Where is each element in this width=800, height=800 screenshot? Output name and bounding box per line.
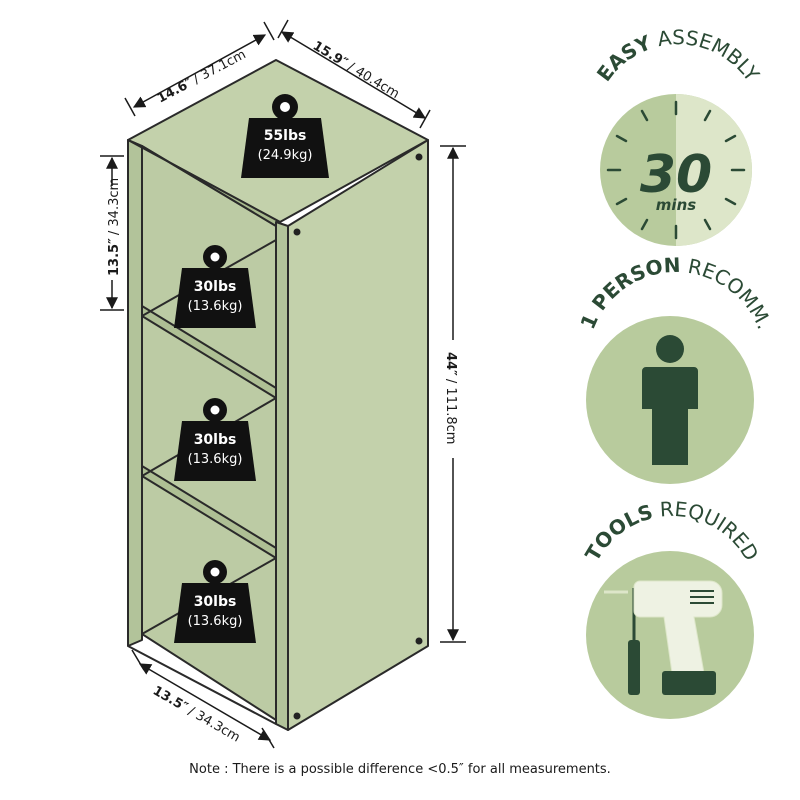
weight-shelf-2-kg: (13.6kg) (188, 452, 243, 467)
weight-shelf-1: 30lbs (13.6kg) (174, 245, 256, 328)
dimension-bottom-width (131, 649, 275, 749)
bookcase-screws (293, 153, 423, 720)
dimension-cube-height (100, 155, 124, 311)
dimension-width-top (277, 19, 431, 129)
weight-shelf-2: 30lbs (13.6kg) (174, 398, 256, 481)
weight-top-lbs: 55lbs (264, 128, 307, 144)
clock-icon (600, 94, 752, 246)
dimension-bottom-width-label: 13.5″/ 34.3cm (150, 683, 243, 745)
weight-shelf-1-kg: (13.6kg) (188, 299, 243, 314)
dimension-depth-top (124, 21, 275, 117)
person-icon (642, 335, 698, 465)
drill-icon (604, 580, 723, 695)
badge-assembly-heading: EASY ASSEMBLY (592, 25, 765, 86)
assembly-minutes-value: 30 (640, 145, 712, 205)
dimension-total-height-label: 44″/ 111.8cm (443, 352, 458, 444)
weight-shelf-3: 30lbs (13.6kg) (174, 560, 256, 643)
bookcase-left-panel (127, 139, 143, 647)
weight-shelf-2-lbs: 30lbs (194, 432, 237, 448)
weight-shelf-1-lbs: 30lbs (194, 279, 237, 295)
weight-shelf-3-kg: (13.6kg) (188, 614, 243, 629)
assembly-minutes-unit: mins (656, 196, 696, 214)
weight-top-kg: (24.9kg) (258, 148, 313, 163)
dimension-total-height (440, 145, 466, 643)
dimension-cube-height-label: 13.5″/ 34.3cm (107, 178, 122, 276)
bookcase-right-face (287, 139, 429, 731)
weight-shelf-3-lbs: 30lbs (194, 594, 237, 610)
bookcase-right-panel (275, 221, 289, 731)
measurement-note: Note : There is a possible difference <0… (189, 762, 611, 777)
